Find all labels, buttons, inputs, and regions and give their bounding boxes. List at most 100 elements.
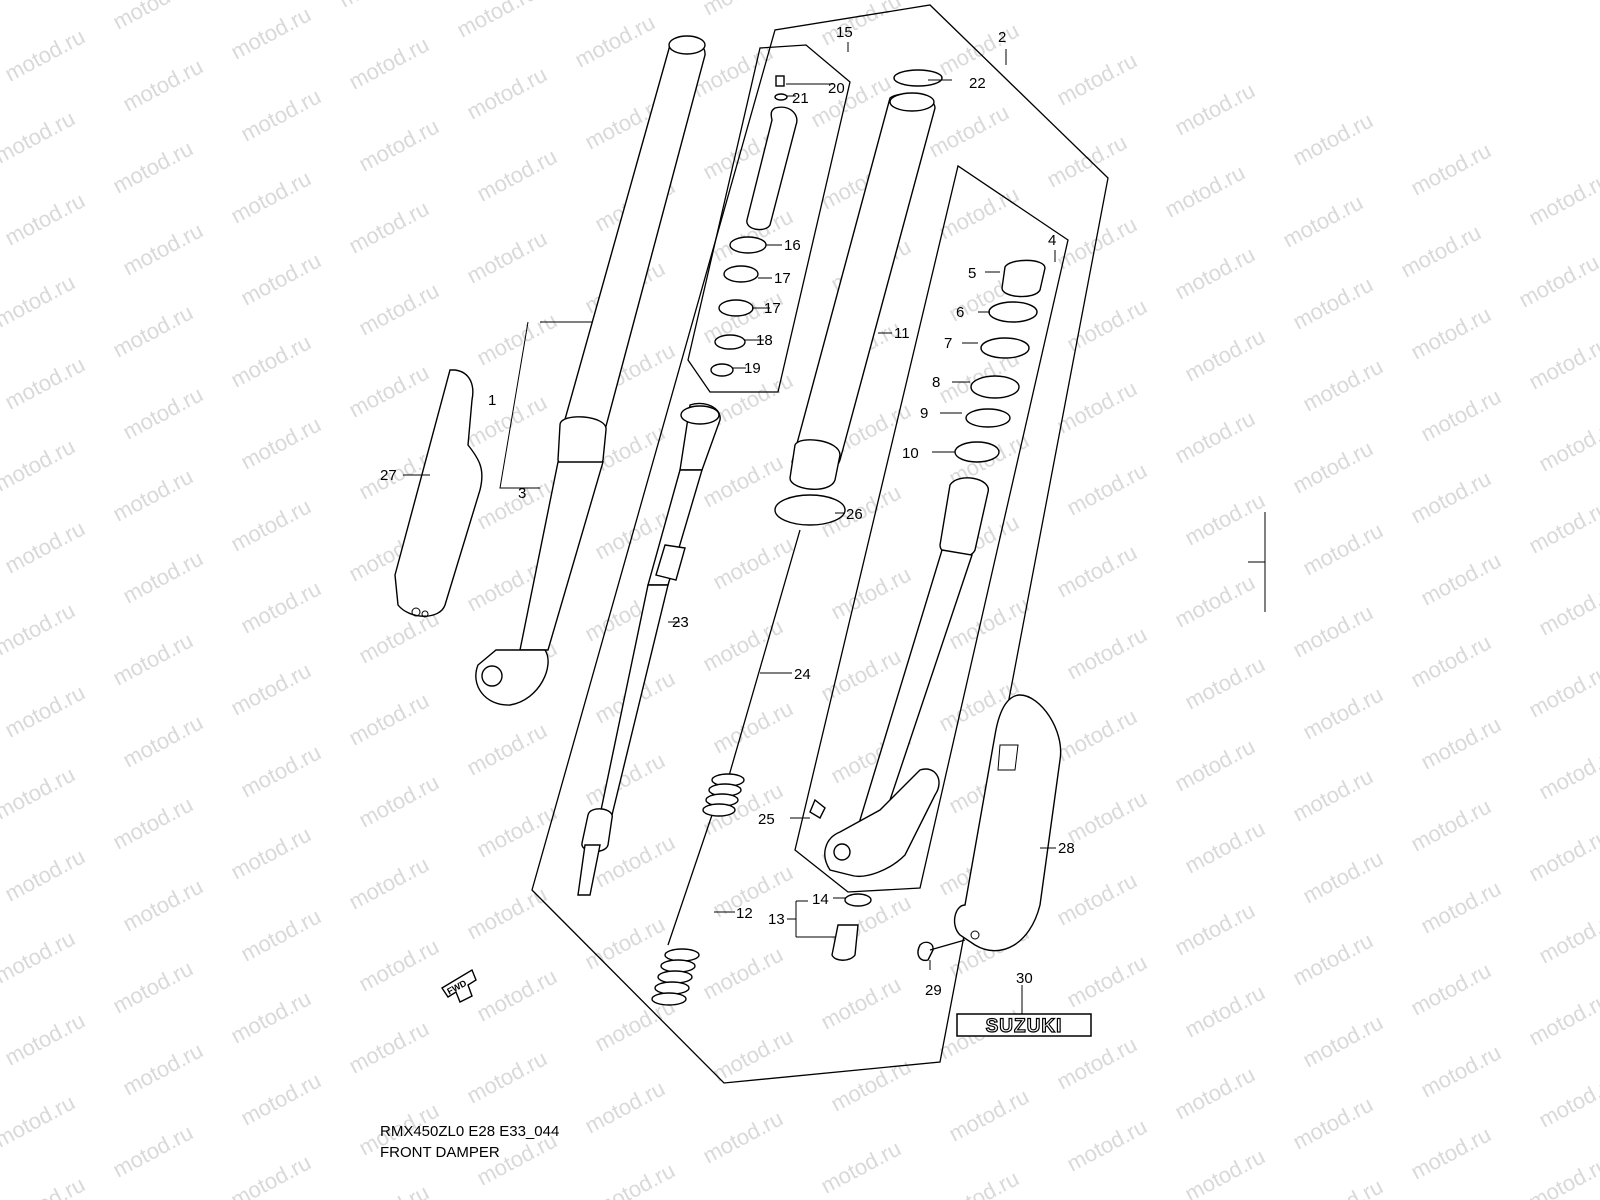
callout-4: 4 xyxy=(1048,232,1056,249)
base-valve-group xyxy=(710,75,798,377)
watermark-text: motod.ru xyxy=(699,450,787,513)
damper-cartridge xyxy=(577,402,721,896)
watermark-text: motod.ru xyxy=(1053,1032,1141,1095)
diagram-title: FRONT DAMPER xyxy=(380,1144,500,1161)
watermark-text: motod.ru xyxy=(935,182,1023,245)
watermark-text: motod.ru xyxy=(1,24,89,87)
watermark-text: motod.ru xyxy=(827,562,915,625)
watermark-text: motod.ru xyxy=(1,352,89,415)
callout-17b: 17 xyxy=(764,300,781,317)
watermark-text: motod.ru xyxy=(709,368,797,431)
watermark-text: motod.ru xyxy=(345,1180,433,1200)
watermark-text: motod.ru xyxy=(935,18,1023,81)
watermark-text: motod.ru xyxy=(0,762,79,825)
watermark-text: motod.ru xyxy=(109,300,197,363)
diagram-code: RMX450ZL0 E28 E33_044 xyxy=(380,1123,560,1140)
watermark-text: motod.ru xyxy=(237,740,325,803)
watermark-text: motod.ru xyxy=(345,32,433,95)
watermark-text: motod.ru xyxy=(0,434,79,497)
watermark-text: motod.ru xyxy=(1535,1070,1600,1133)
assembly-outline-4 xyxy=(794,164,1069,893)
watermark-text: motod.ru xyxy=(925,100,1013,163)
watermark-text: motod.ru xyxy=(1,1172,89,1200)
watermark-text: motod.ru xyxy=(1289,436,1377,499)
watermark-text: motod.ru xyxy=(0,0,79,4)
watermark-text: motod.ru xyxy=(1407,466,1495,529)
watermark-text: motod.ru xyxy=(119,54,207,117)
watermark-text: motod.ru xyxy=(119,710,207,773)
watermark-text: motod.ru xyxy=(1063,786,1151,849)
watermark-text: motod.ru xyxy=(1063,1114,1151,1177)
watermark-text: motod.ru xyxy=(817,644,905,707)
watermark-text: motod.ru xyxy=(1171,570,1259,633)
watermark-text: motod.ru xyxy=(1299,1010,1387,1073)
watermark-text: motod.ru xyxy=(1043,130,1131,193)
watermark-text: motod.ru xyxy=(1289,272,1377,335)
watermark-text: motod.ru xyxy=(1181,980,1269,1043)
watermark-text: motod.ru xyxy=(227,1150,315,1200)
watermark-text: motod.ru xyxy=(1053,48,1141,111)
watermark-text: motod.ru xyxy=(473,964,561,1027)
watermark-text: motod.ru xyxy=(227,986,315,1049)
callout-24: 24 xyxy=(794,666,811,683)
watermark-text: motod.ru xyxy=(345,1016,433,1079)
valve-13 xyxy=(831,893,872,961)
watermark-text: motod.ru xyxy=(1299,354,1387,417)
outer-tube xyxy=(475,35,706,706)
callout-15: 15 xyxy=(836,24,853,41)
watermark-text: motod.ru xyxy=(1053,540,1141,603)
watermark-text: motod.ru xyxy=(1063,950,1151,1013)
watermark-text: motod.ru xyxy=(1,516,89,579)
watermark-text: motod.ru xyxy=(1525,824,1600,887)
watermark-text: motod.ru xyxy=(1289,764,1377,827)
callout-11: 11 xyxy=(894,325,910,342)
watermark-text: motod.ru xyxy=(345,688,433,751)
watermark-text: motod.ru xyxy=(807,70,895,133)
watermark-text: motod.ru xyxy=(1279,190,1367,253)
watermark-text: motod.ru xyxy=(581,1076,669,1139)
inner-tube xyxy=(721,69,943,801)
assembly-outline-2 xyxy=(531,4,1109,1084)
watermark-text: motod.ru xyxy=(237,904,325,967)
watermark-text: motod.ru xyxy=(571,10,659,73)
callout-9: 9 xyxy=(920,405,928,422)
watermark-text: motod.ru xyxy=(237,1068,325,1131)
watermark-text: motod.ru xyxy=(227,822,315,885)
watermark-text: motod.ru xyxy=(1181,488,1269,551)
watermark-text: motod.ru xyxy=(1299,846,1387,909)
watermark-text: motod.ru xyxy=(1407,1122,1495,1185)
watermark-text: motod.ru xyxy=(1417,384,1505,447)
watermark-text: motod.ru xyxy=(817,0,905,50)
watermark-text: motod.ru xyxy=(119,382,207,445)
callout-7: 7 xyxy=(944,335,952,352)
callout-labels: 1 2 3 4 5 6 7 8 9 10 11 12 13 14 15 16 1… xyxy=(380,24,1075,999)
callout-29: 29 xyxy=(925,982,942,999)
watermark-text: motod.ru xyxy=(453,0,541,42)
watermark-text: motod.ru xyxy=(1407,630,1495,693)
watermark-text: motod.ru xyxy=(237,412,325,475)
watermark-text: motod.ru xyxy=(1171,898,1259,961)
watermark-text: motod.ru xyxy=(109,628,197,691)
watermark-text: motod.ru xyxy=(355,278,443,341)
fork-guard-right xyxy=(953,694,1062,952)
watermark-text: motod.ru xyxy=(1,680,89,743)
brand-label: SUZUKI xyxy=(986,1016,1063,1037)
watermark-text: motod.ru xyxy=(581,912,669,975)
callout-10: 10 xyxy=(902,445,919,462)
watermark-text: motod.ru xyxy=(1417,1040,1505,1103)
watermark-text: motod.ru xyxy=(699,0,787,20)
watermark-text: motod.ru xyxy=(817,972,905,1035)
watermark-text: motod.ru xyxy=(227,166,315,229)
watermark-text: motod.ru xyxy=(1535,906,1600,969)
watermark-text: motod.ru xyxy=(1053,376,1141,439)
seal-stack xyxy=(859,259,1046,831)
watermark-text: motod.ru xyxy=(1299,1174,1387,1200)
watermark-text: motod.ru xyxy=(1407,302,1495,365)
watermark-text: motod.ru xyxy=(345,360,433,423)
callout-6: 6 xyxy=(956,304,964,321)
callout-13: 13 xyxy=(768,911,785,928)
callout-3: 3 xyxy=(518,485,526,502)
watermark-text: motod.ru xyxy=(119,546,207,609)
watermark-text: motod.ru xyxy=(1171,242,1259,305)
watermark-text: motod.ru xyxy=(1525,660,1600,723)
